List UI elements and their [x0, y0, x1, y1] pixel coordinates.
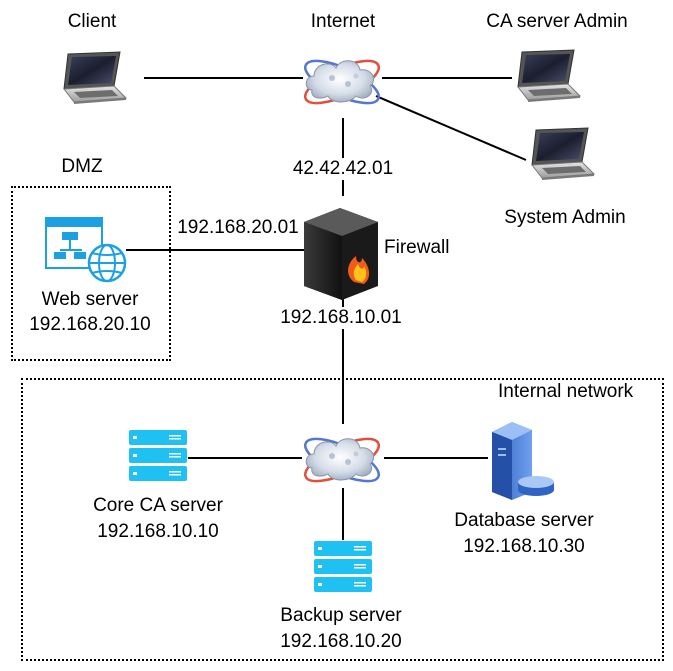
dmz-zone	[11, 186, 171, 361]
firewall-icon[interactable]	[304, 208, 378, 300]
core-ca-label: Core CA server	[93, 495, 223, 516]
database-server-icon[interactable]	[492, 422, 554, 500]
web-server-icon[interactable]	[45, 217, 127, 283]
web-server-ip-label: 192.168.20.10	[27, 314, 153, 336]
dmz-zone-label: DMZ	[61, 156, 103, 177]
ca-admin-laptop-icon[interactable]	[517, 49, 581, 103]
internet-label: Internet	[310, 11, 376, 32]
core-ca-server-icon[interactable]	[129, 430, 187, 481]
backup-label: Backup server	[280, 605, 402, 626]
web-server-label: Web server	[39, 289, 141, 311]
database-ip-label: 192.168.10.30	[463, 536, 585, 557]
client-laptop-icon[interactable]	[63, 51, 127, 105]
internal-interface-ip-label: 192.168.10.01	[278, 307, 404, 329]
internet-cloud-icon[interactable]	[298, 51, 386, 113]
system-admin-label: System Admin	[504, 207, 626, 228]
internal-hub-cloud-icon[interactable]	[298, 429, 386, 491]
core-ca-ip-label: 192.168.10.10	[97, 521, 219, 542]
connections	[126, 77, 527, 540]
link-internet-system-admin	[375, 95, 527, 161]
client-label: Client	[67, 11, 117, 32]
backup-ip-label: 192.168.10.20	[280, 631, 402, 652]
system-admin-laptop-icon[interactable]	[531, 127, 595, 181]
ca-admin-label: CA server Admin	[486, 11, 628, 32]
database-label: Database server	[454, 510, 594, 531]
internal-zone-label: Internal network	[496, 381, 636, 403]
backup-server-icon[interactable]	[314, 541, 372, 592]
firewall-label: Firewall	[384, 237, 450, 258]
dmz-interface-ip-label: 192.168.20.01	[175, 217, 301, 239]
external-ip-label: 42.42.42.01	[290, 158, 396, 180]
